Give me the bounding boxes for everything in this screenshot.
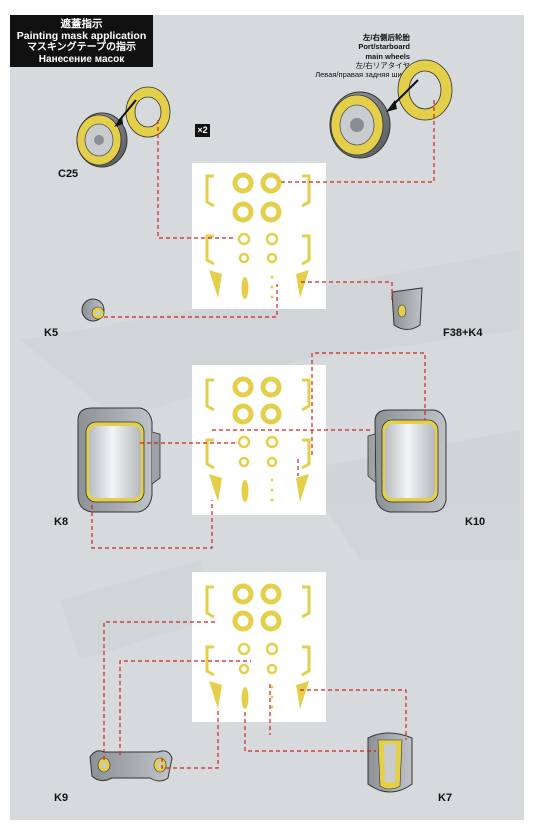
label-k10: K10	[465, 516, 486, 528]
main-wheels-note: 左/右侧后轮胎 Port/starboard main wheels 左/右リア…	[300, 33, 410, 79]
wheel-note-russian: Левая/правая задняя шина	[315, 70, 410, 80]
header-title-chinese: 遮蓋指示	[60, 18, 103, 30]
wheel-note-english-2: main wheels	[365, 51, 410, 61]
leader-lines	[91, 100, 435, 769]
part-f38-k4	[391, 287, 423, 330]
mask-sheet-1	[192, 163, 326, 309]
part-k9	[89, 750, 173, 782]
header-title-english: Painting mask application	[16, 30, 147, 42]
section-header: 遮蓋指示 Painting mask application マスキングテープの…	[10, 15, 153, 67]
wheel-main-right	[329, 59, 453, 159]
wheel-note-japanese: 左/右リアタイヤ	[355, 60, 410, 70]
wheel-note-english-1: Port/starboard	[358, 42, 410, 52]
header-title-japanese: マスキングテープの指示	[26, 42, 137, 53]
label-k5: K5	[44, 327, 59, 339]
label-k8: K8	[54, 516, 69, 528]
wheel-note-chinese: 左/右侧后轮胎	[362, 33, 410, 42]
mask-sheet-2	[192, 365, 326, 515]
header-title-russian: Нанесение масок	[38, 54, 125, 65]
part-k10	[367, 409, 447, 513]
mask-sheet-3	[192, 572, 326, 722]
label-c25: C25	[58, 168, 79, 180]
label-k7: K7	[438, 792, 453, 804]
label-f38-k4: F38+K4	[443, 327, 483, 339]
label-k9: K9	[54, 792, 69, 804]
wheel-c25	[76, 86, 171, 168]
quantity-badge: ×2	[195, 124, 210, 137]
part-k5	[81, 298, 105, 322]
part-k8	[77, 407, 161, 513]
part-k7	[367, 732, 413, 793]
